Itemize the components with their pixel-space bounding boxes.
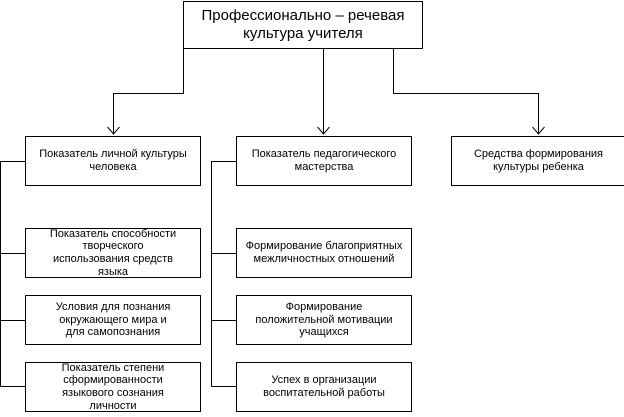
connector-branch-1-spine [211, 161, 237, 387]
branch-node-pedagogical-mastery: Показатель педагогического мастерства [236, 136, 412, 186]
branch-node-label: Показатель личной культуры человека [39, 148, 187, 173]
connector-root-branch-2 [393, 48, 539, 134]
branch-node-label: Показатель педагогического мастерства [251, 148, 397, 173]
child-node-positive-motivation: Формирование положительной мотивации уча… [236, 295, 412, 345]
child-node-label: Условия для познания окружающего мира и … [55, 301, 171, 339]
child-node-educational-work-success: Успех в организации воспитательной работ… [236, 362, 412, 412]
root-node-label: Профессионально – речевая культура учите… [201, 7, 405, 42]
arrowhead-branch-2 [532, 126, 545, 135]
connector-root-branch-0 [113, 48, 184, 134]
branch-node-personal-culture: Показатель личной культуры человека [25, 136, 201, 186]
arrowhead-branch-1 [317, 126, 330, 135]
child-node-label: Показатель способности творческого испол… [49, 227, 177, 278]
arrowhead-branch-0 [107, 126, 120, 135]
child-node-label: Формирование благоприятных межличностных… [245, 240, 403, 265]
child-node-creative-language-use: Показатель способности творческого испол… [25, 228, 201, 278]
connector-branch-0-spine [0, 161, 26, 387]
child-node-label: Успех в организации воспитательной работ… [263, 374, 385, 399]
child-node-interpersonal-relations: Формирование благоприятных межличностных… [236, 228, 412, 278]
branch-node-label: Средства формирования культуры ребенка [473, 148, 604, 173]
child-node-label: Формирование положительной мотивации уча… [255, 301, 393, 339]
child-node-label: Показатель степени сформированности язык… [61, 361, 165, 412]
root-node: Профессионально – речевая культура учите… [183, 1, 423, 49]
child-node-language-consciousness: Показатель степени сформированности язык… [25, 362, 201, 412]
child-node-world-cognition: Условия для познания окружающего мира и … [25, 295, 201, 345]
branch-node-child-culture-means: Средства формирования культуры ребенка [451, 136, 624, 186]
